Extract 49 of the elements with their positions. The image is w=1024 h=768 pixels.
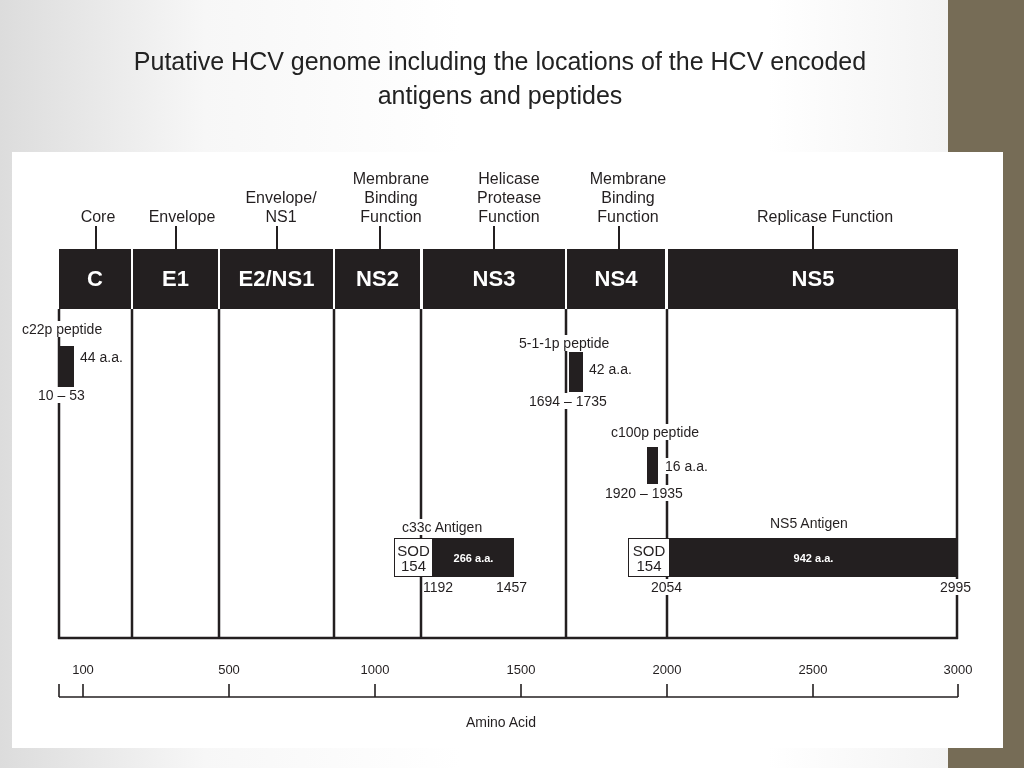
position-label: 2054 [651, 579, 683, 595]
antigen-bar: 266 a.a. [433, 538, 514, 577]
axis-tick-label: 2500 [798, 662, 828, 677]
genome-region: NS4 [567, 249, 665, 309]
leader-line [812, 225, 814, 250]
axis-tick-label: 2000 [652, 662, 682, 677]
genome-region: E1 [133, 249, 218, 309]
peptide-label: c100p peptide [611, 424, 699, 440]
axis-tick-label: 100 [72, 662, 94, 677]
function-label: Membrane Binding Function [589, 169, 667, 226]
genome-region: NS5 [668, 249, 958, 309]
genome-region: C [59, 249, 131, 309]
function-label: Envelope/ NS1 [245, 188, 317, 226]
antigen-bar: 942 a.a. [670, 538, 957, 577]
axis-tick-label: 1000 [360, 662, 390, 677]
function-label: Envelope [148, 207, 216, 226]
leader-line [95, 225, 97, 250]
antigen-label: NS5 Antigen [770, 515, 848, 531]
leader-line [175, 225, 177, 250]
position-label: 1192 [423, 579, 454, 595]
function-label: Core [80, 207, 116, 226]
leader-line [379, 225, 381, 250]
genome-region: NS3 [423, 249, 565, 309]
axis-tick-label: 3000 [943, 662, 973, 677]
axis-tick-label: 1500 [506, 662, 536, 677]
function-label: Helicase Protease Function [477, 169, 541, 226]
position-label: 1457 [496, 579, 528, 595]
axis-title: Amino Acid [466, 715, 536, 730]
genome-region: E2/NS1 [220, 249, 333, 309]
function-label: Membrane Binding Function [352, 169, 430, 226]
axis-tick-label: 500 [218, 662, 240, 677]
genome-region: NS2 [335, 249, 420, 309]
fusion-tag-box: SOD 154 [394, 538, 433, 577]
peptide-label: c22p peptide [22, 321, 103, 337]
position-label: 1920 – 1935 [605, 485, 683, 501]
antigen-label: c33c Antigen [402, 519, 483, 535]
leader-line [276, 225, 278, 250]
slide-title: Putative HCV genome including the locations of the HCV encoded antigens and peptides [133, 47, 867, 109]
length-label: 16 a.a. [665, 458, 708, 474]
leader-line [493, 225, 495, 250]
function-label: Replicase Function [756, 207, 894, 226]
position-label: 1694 – 1735 [529, 393, 607, 409]
length-label: 44 a.a. [80, 349, 123, 365]
fusion-tag-box: SOD 154 [628, 538, 670, 577]
position-label: 2995 [940, 579, 972, 595]
peptide-label: 5-1-1p peptide [519, 335, 610, 351]
position-label: 10 – 53 [38, 387, 85, 403]
length-label: 42 a.a. [589, 361, 632, 377]
leader-line [618, 225, 620, 250]
